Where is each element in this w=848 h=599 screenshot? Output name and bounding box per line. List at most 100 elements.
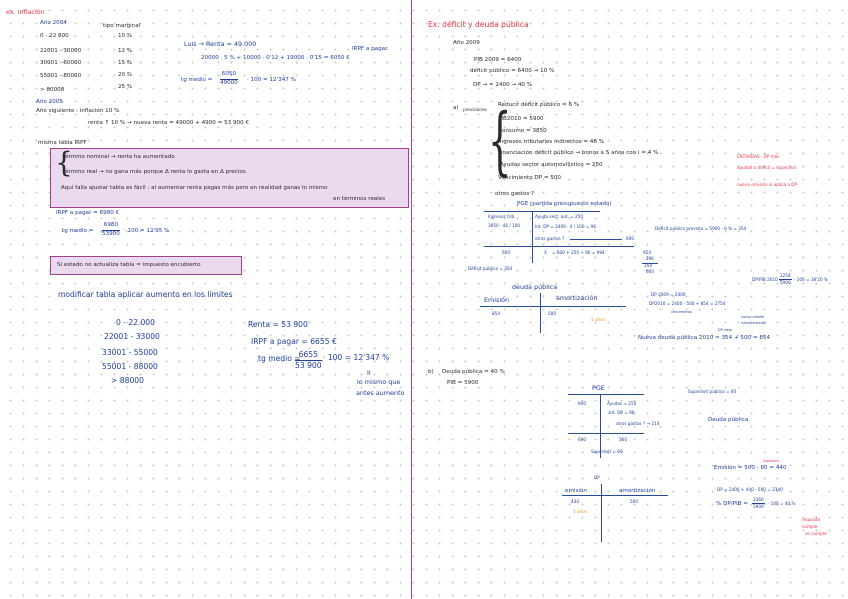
pge-row-left: 600 [502,250,510,255]
tg-medio-2-label: tg medio = [62,228,94,234]
misma-tabla: misma tabla IRPF [38,140,87,146]
renta-new: Renta = 53 900 [248,320,308,329]
deuda-publica-title: deuda pública [512,283,558,291]
previsiones-tag: previsiones [463,107,487,112]
deuda-emision-header: Emisión [484,296,510,304]
emision-calc: Emisión = 500 - 60 = 440 [714,465,787,471]
tg-medio-num: 6050 [220,71,238,80]
box1-line-3: Aquí falla ajustar tabla es fácil : al a… [61,185,328,191]
hidden-tax-text: Si estado no actualiza tabla = impuesto … [57,262,201,268]
pge2-row-right: 560 [619,437,627,442]
tg-medio-label: tg medio = [181,77,213,83]
emision2-value: 440 [571,499,579,504]
irpf-label: IRPF a pagar [352,46,388,52]
dp-ratio-result: · 100 = 38'20 % [794,277,828,282]
box1-line-1: término nominal → renta ha aumentado [63,154,175,160]
tg-medio-result: · 100 = 12'347 % [247,77,296,83]
pge2-title: PGE [592,384,605,392]
pge2-mid-rule [568,433,644,434]
new-bracket-4: 55001 - 88000 [102,362,158,371]
nueva-deuda-publica: Nueva deuda pública 2010 = 354 + 500 = 8… [638,335,771,341]
a-item-1: Reducir déficit público = 6 % [498,102,580,108]
irpf-calculation: 20000 · 5 % + 10000 · 0'12 + 19000 · 0'1… [201,55,350,61]
dp2-center-rule [601,484,602,542]
pge-row-right: = 600 + 250 + 96 = 994 [552,250,605,255]
pge-row-mark: X [544,250,547,255]
pge2-top-rule [568,394,644,395]
pge-arrow-value: 600 [626,236,634,241]
bracket-range-4: 55001 - 80000 [40,73,82,79]
pge2-right-line-2: Int. DP = 96 [609,410,635,415]
new-bracket-5: > 88000 [111,376,144,385]
pge-left-line-2: 3950 · 46 / 100 [488,223,521,228]
deuda-amortizacion-header: amortización [556,294,598,302]
pge-title: PGE (partida presupuesto estado) [517,201,612,207]
pct-note-1: requisito [802,517,821,522]
dp2-top-rule [562,495,668,496]
nueva-emision-note: nueva emisión si aplica a DP [737,182,798,187]
pct-den: 5900 [753,504,764,510]
box1-line-2: término real → no gana más porque Δ rent… [63,169,248,175]
deficit-2009: déficit público = 6400 → 10 % [470,68,555,74]
deuda-emision-value: 854 [492,311,500,316]
dp-mid-label: DP [594,475,600,480]
bracket-range-3: 30001 - 60000 [40,60,82,66]
pct-result: · 100 = 40 % [768,501,796,506]
deuda-publica-label-b: Deuda pública [708,417,749,423]
small-note-2: nuevo interés [741,315,765,319]
pge-center-rule [532,211,533,263]
pge-arrow-line [570,239,622,240]
part-b-label: b) [428,369,434,375]
pge-right-line-2: Int. DP = 2400 · 4 / 100 = 96 [535,224,596,229]
tg-medio-den: 49000 [220,79,238,86]
pct-label: % DP/PIB = [716,501,748,507]
deuda-center-rule [540,293,541,333]
side-calc-rule [642,263,658,264]
part-b-text: Deuda pública = 40 % [442,369,505,375]
pct-num: 2360 [752,497,765,505]
side-calc-1: 954 [643,250,651,255]
pge2-left-value: 600 [578,401,586,406]
right-heading: Ex. déficit y deuda pública [428,20,529,29]
tg-medio-fraction: 6050 49000 [220,71,238,86]
pge-right-line-1: Ayuda sect. aut. = 250 [535,214,583,219]
tg-medio-3-label: tg medio = [258,354,301,363]
same-note-marker: Il [367,369,371,377]
a-item-3: Consumo = 3850 [498,128,547,134]
margin-divider [411,0,412,599]
tg-medio-2-fraction: 6980 53900 [102,222,120,237]
left-heading: ex. inflación [6,8,45,16]
tg-medio-3-fraction: 6655 53 900 [295,351,322,369]
bracket-range-5: > 80000 [40,87,65,93]
otros-gastos-question: otros gastos ? [495,191,535,197]
deuda-amortizacion-value: 500 [548,311,556,316]
tg-medio-2-num: 6980 [102,222,120,231]
year-2009: Año 2009 [453,40,480,46]
inflation-line: Año siguiente : inflación 10 % [36,108,120,114]
new-bracket-2: 22001 - 33000 [104,332,160,341]
same-note-line-2: antes aumento [356,389,405,397]
emision2-header: emisión [565,488,587,494]
irpf-2005: IRPF a pagar = 6980 € [56,210,120,216]
amortizacion2-value: 500 [630,499,638,504]
dp-ratio-num: 2254 [779,273,792,281]
modify-table-heading: modificar tabla aplicar aumento en los l… [58,290,233,299]
pge-mid-rule [484,246,634,247]
irpf-new: IRPF a pagar = 6655 € [251,337,337,346]
tg-medio-3-num: 6655 [295,351,322,361]
superavit-60: Superávit = 60 [591,449,623,454]
entradas-note-2: ayudas a déficit = superávit [737,165,797,170]
luis-income: Luis → Renta = 49.000 [184,40,257,48]
dp-2009-ratio: DP → = 2400 → 40 % [473,82,533,88]
bracket-range-1: 0 - 22 800 [40,33,69,39]
pge2-center-rule [600,394,601,458]
bracket-rate-2: 12 % [118,48,133,54]
year-2004: Año 2004 [40,20,67,26]
pge2-right-line-1: Ayudas = 250 [607,401,637,406]
pge-left-line-1: Ingresos trib. [488,214,516,219]
same-note-line-1: lo mismo que [357,378,401,386]
amortizacion2-header: amortización [619,488,656,494]
small-note-3: nueva emisión [741,321,766,325]
dp-2009-value: DP 2009 = 2400 [651,292,686,297]
